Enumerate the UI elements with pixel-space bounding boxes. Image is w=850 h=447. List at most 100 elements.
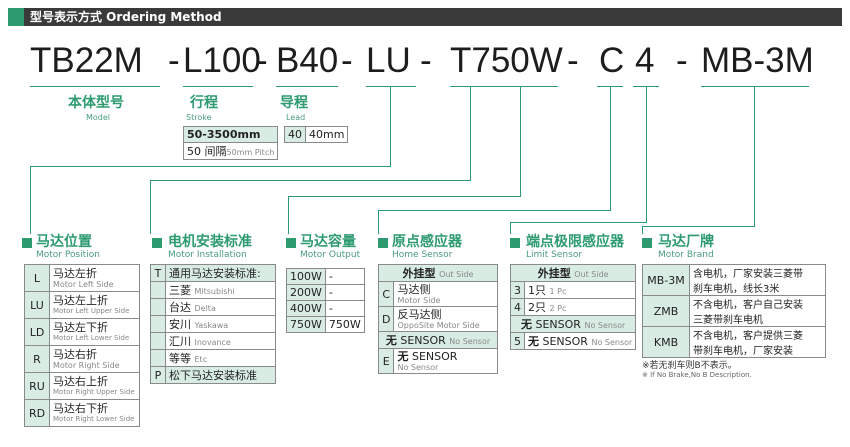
stroke-title: 行程 <box>190 95 218 111</box>
code-underline <box>183 86 253 87</box>
section-marker <box>378 238 388 248</box>
output-code: 200W <box>286 284 326 301</box>
motor-position-title: 马达位置 <box>36 234 92 250</box>
code-stroke: L100 <box>183 41 261 80</box>
install-brand: 三菱 Mitsubishi <box>165 281 276 299</box>
stroke-table: 50-3500mm 50 间隔50mm Pitch <box>182 126 279 160</box>
stroke-range: 50-3500mm <box>182 126 279 143</box>
install-brand: 台达 Delta <box>165 298 276 316</box>
stroke-sub: Stroke <box>186 113 212 122</box>
connector-line <box>378 210 611 211</box>
home-sensor-header: 外挂型 Out Side <box>378 264 498 282</box>
code-motor: T750W <box>450 41 563 80</box>
section-marker <box>286 238 296 248</box>
lead-code: 40 <box>284 126 306 143</box>
motor-installation-table: T 通用马达安装标准: 三菱 Mitsubishi 台达 Delta 安川 Ya… <box>150 264 276 384</box>
limit-sensor-table: 外挂型 Out Side 3 1只 1 Pc 4 2只 2 Pc 无 SENSO… <box>509 264 637 350</box>
connector-line <box>642 226 643 234</box>
install-brand: 安川 Yaskawa <box>165 315 276 333</box>
connector-line <box>288 196 521 197</box>
model-sub: Model <box>86 113 111 122</box>
install-brand: 汇川 Inovance <box>165 332 276 350</box>
limit-sensor-desc: 无 SENSOR No Sensor <box>523 332 637 350</box>
connector-line <box>30 166 391 167</box>
code-underline <box>30 86 160 87</box>
code-dash: - <box>341 41 353 80</box>
output-code: 100W <box>286 268 326 285</box>
output-code: 400W <box>286 300 326 317</box>
limit-sensor-title: 端点极限感应器 <box>526 234 624 250</box>
connector-line <box>150 180 151 234</box>
code-lead: B40 <box>276 41 339 80</box>
lead-sub: Lead <box>286 113 306 122</box>
brand-desc: 含电机，厂家安装三菱带刹车电机，线长3米 <box>689 264 826 296</box>
code-underline <box>450 86 558 87</box>
install-label: 松下马达安装标准 <box>165 366 276 384</box>
section-marker <box>510 238 520 248</box>
output-value: - <box>324 300 365 317</box>
home-sensor-none: 无 SENSOR No Sensor <box>378 331 498 349</box>
connector-line <box>610 86 611 210</box>
output-code: 750W <box>286 316 326 333</box>
connector-line <box>288 196 289 234</box>
brand-code: KMB <box>642 326 690 358</box>
section-marker <box>642 238 652 248</box>
motor-brand-table: MB-3M 含电机，厂家安装三菱带刹车电机，线长3米 ZMB 不含电机，客户自己… <box>642 264 826 358</box>
position-code: R <box>24 345 50 373</box>
motor-brand-sub: Motor Brand <box>658 250 714 260</box>
position-code: LU <box>24 291 50 319</box>
limit-sensor-desc: 1只 1 Pc <box>523 281 637 299</box>
code-dash: - <box>256 41 268 80</box>
limit-sensor-sub: Limit Sensor <box>526 250 583 260</box>
model-title: 本体型号 <box>68 95 124 111</box>
lead-table: 40 40mm <box>284 126 349 143</box>
position-code: LD <box>24 318 50 346</box>
section-marker <box>22 238 32 248</box>
connector-line <box>642 226 755 227</box>
section-marker <box>152 238 162 248</box>
home-sensor-code: D <box>377 306 395 332</box>
brand-desc: 不含电机，客户自己安装三菱带刹车电机 <box>689 295 826 327</box>
motor-installation-title: 电机安装标准 <box>168 234 252 250</box>
connector-line <box>510 222 647 223</box>
home-sensor-code: E <box>377 348 395 374</box>
limit-sensor-code: 3 <box>510 281 525 299</box>
stroke-pitch: 50 间隔50mm Pitch <box>182 142 279 160</box>
header-title: 型号表示方式 Ordering Method <box>30 10 222 24</box>
output-value: - <box>324 284 365 301</box>
code-dash: - <box>676 41 688 80</box>
header-accent <box>8 8 24 26</box>
brand-code: ZMB <box>642 295 690 327</box>
home-sensor-code: C <box>377 281 395 307</box>
code-position: LU <box>366 41 411 80</box>
limit-sensor-code: 5 <box>510 332 525 350</box>
code-dash: - <box>168 41 180 80</box>
motor-output-sub: Motor Output <box>300 250 361 260</box>
code-model: TB22M <box>30 41 143 80</box>
brand-desc: 不含电机，客户提供三菱带刹车电机，厂家安装 <box>689 326 826 358</box>
code-dash: - <box>420 41 432 80</box>
motor-installation-sub: Motor Installation <box>168 250 247 260</box>
connector-line <box>510 222 511 234</box>
motor-output-title: 马达容量 <box>300 234 356 250</box>
code-underline <box>701 86 809 87</box>
home-sensor-title: 原点感应器 <box>392 234 462 250</box>
connector-line <box>470 86 471 180</box>
connector-line <box>754 86 755 226</box>
motor-position-sub: Motor Position <box>36 250 100 260</box>
connector-line <box>646 86 647 222</box>
home-sensor-sub: Home Sensor <box>392 250 453 260</box>
brand-note-en: ※ If No Brake,No B Description. <box>642 371 752 379</box>
position-code: RU <box>24 372 50 400</box>
brand-code: MB-3M <box>642 264 690 296</box>
code-limit: 4 <box>635 41 655 80</box>
